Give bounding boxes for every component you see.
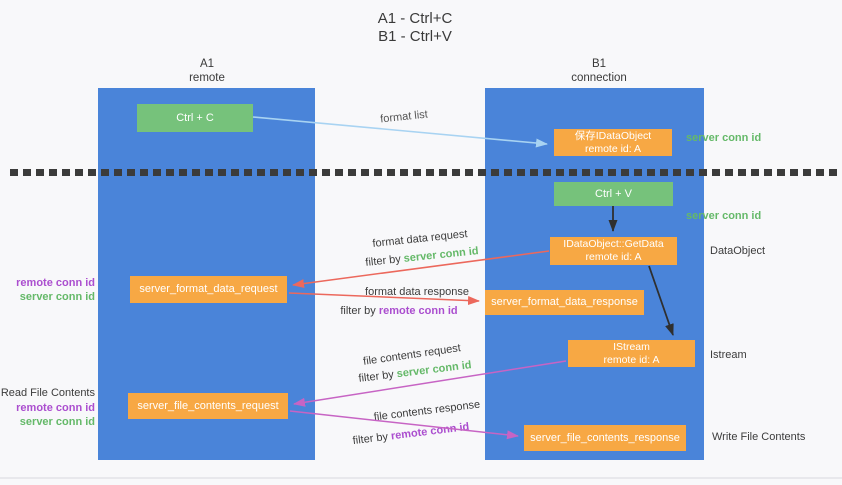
annotation-read-file-contents: Read File Contents <box>0 387 95 399</box>
node-istream-line1: IStream <box>613 340 650 353</box>
filter-by-text-4: filter by <box>352 430 389 448</box>
node-ctrl-v-label: Ctrl + V <box>595 187 632 200</box>
annotation-dataobject: DataObject <box>710 245 766 257</box>
annotation-remote-conn-id-file: remote conn id <box>16 402 95 414</box>
annotation-remote-conn-id-format: remote conn id <box>16 277 95 289</box>
node-save-idataobject-line2: remote id: A <box>584 142 642 155</box>
annotation-istream: Istream <box>710 349 747 361</box>
node-ctrl-v: Ctrl + V <box>554 182 673 206</box>
node-idataobject-getdata-line1: IDataObject::GetData <box>563 238 664 250</box>
server-conn-id-text-3: server conn id <box>396 359 473 381</box>
node-save-idataobject: 保存IDataObject remote id: A <box>554 129 672 156</box>
column-header-a1: A1 remote <box>147 57 267 85</box>
filter-by-text-1: filter by <box>364 253 402 269</box>
annotation-read-file-contents-group: Read File Contents remote conn id server… <box>0 386 95 429</box>
node-ctrl-c: Ctrl + C <box>137 104 253 132</box>
column-header-b1: B1 connection <box>539 57 659 85</box>
node-server-file-contents-response-label: server_file_contents_response <box>530 431 680 444</box>
remote-conn-id-text-4: remote conn id <box>390 420 470 443</box>
node-save-idataobject-line1: 保存IDataObject <box>574 129 652 142</box>
flow-label-format-data-response: format data response <box>365 286 469 298</box>
column-b1-title: B1 <box>591 58 607 70</box>
flow-label-format-list: format list <box>379 108 429 126</box>
server-conn-id-text-1: server conn id <box>403 245 480 265</box>
node-server-file-contents-request: server_file_contents_request <box>128 393 288 419</box>
diagram-title: A1 - Ctrl+C B1 - Ctrl+V <box>330 10 500 46</box>
annotation-format-conn-ids: remote conn id server conn id <box>0 276 95 304</box>
column-a1-title: A1 <box>199 58 215 70</box>
annotation-server-conn-id-format: server conn id <box>19 291 95 303</box>
flow-label-file-contents-response: file contents response <box>373 398 481 424</box>
node-server-format-data-request: server_format_data_request <box>130 276 287 303</box>
annotation-server-conn-id-top: server conn id <box>686 132 762 144</box>
annotation-server-conn-id-file: server conn id <box>19 416 95 428</box>
node-istream-line2: remote id: A <box>603 353 660 366</box>
node-idataobject-getdata-line2: remote id: A <box>585 251 642 263</box>
node-server-file-contents-request-label: server_file_contents_request <box>137 399 279 412</box>
filter-by-text-2: filter by <box>340 305 376 317</box>
node-server-file-contents-response: server_file_contents_response <box>524 425 686 451</box>
node-idataobject-getdata: IDataObject::GetData remote id: A <box>550 237 677 265</box>
annotation-server-conn-id-mid: server conn id <box>686 210 762 222</box>
column-b1-subtitle: connection <box>571 72 627 84</box>
node-ctrl-c-label: Ctrl + C <box>176 111 214 124</box>
filter-by-text-3: filter by <box>357 368 395 385</box>
title-line-2: B1 - Ctrl+V <box>378 28 452 45</box>
annotation-write-file-contents: Write File Contents <box>712 431 806 443</box>
node-server-format-data-response-label: server_format_data_response <box>491 296 638 308</box>
session-divider-dashed-line <box>10 169 838 176</box>
node-istream: IStream remote id: A <box>568 340 695 367</box>
bottom-edge-line <box>0 477 842 479</box>
column-a1-subtitle: remote <box>189 72 225 84</box>
node-server-format-data-request-label: server_format_data_request <box>139 283 278 295</box>
remote-conn-id-text-2: remote conn id <box>378 305 458 317</box>
node-server-format-data-response: server_format_data_response <box>485 290 644 315</box>
title-line-1: A1 - Ctrl+C <box>377 10 453 27</box>
